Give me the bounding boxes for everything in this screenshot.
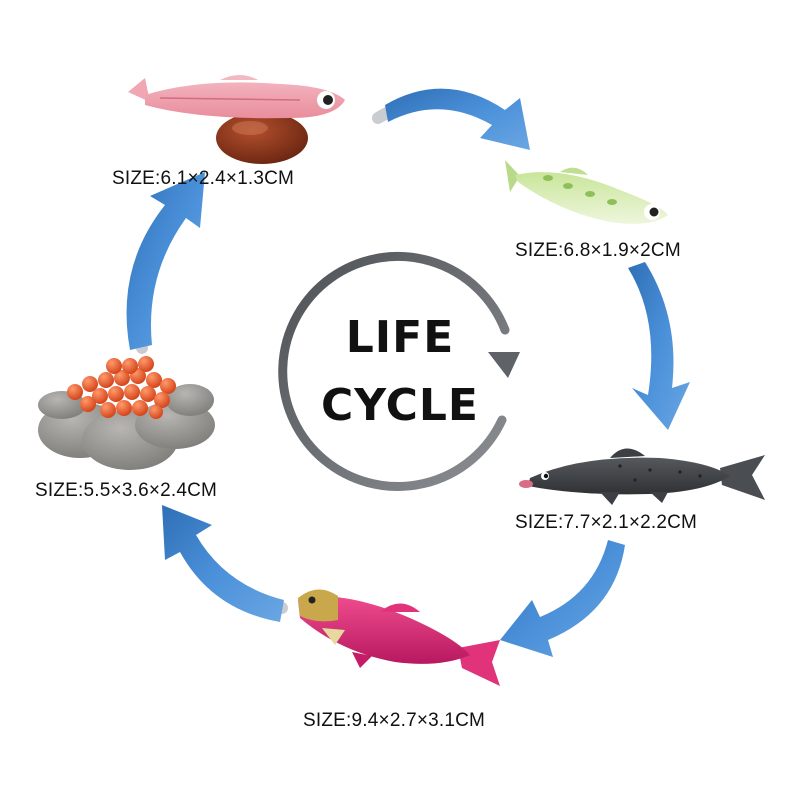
stage3-size-label: SIZE:7.7×2.1×2.2CM — [515, 512, 698, 533]
center-title-line1: LIFE — [345, 312, 455, 363]
arrow-stage4-to-stage5-icon — [162, 505, 288, 622]
adult-ocean-salmon-icon — [519, 448, 765, 505]
arrow-stage1-to-stage2-icon — [372, 88, 530, 150]
stage4-size-label: SIZE:9.4×2.7×3.1CM — [303, 710, 486, 731]
center-cycle-ring-icon — [278, 252, 520, 491]
alevin-fish-on-yolk-icon — [128, 75, 345, 164]
stage1-size-label: SIZE:6.1×2.4×1.3CM — [112, 168, 295, 189]
spawning-red-salmon-icon — [298, 589, 500, 686]
arrow-stage3-to-stage4-icon — [500, 540, 625, 657]
arrow-stage5-to-stage1-icon — [126, 172, 205, 354]
salmon-eggs-on-rocks-icon — [38, 356, 215, 470]
center-title-line2: CYCLE — [321, 380, 479, 431]
fry-fish-icon — [505, 160, 668, 224]
stage2-size-label: SIZE:6.8×1.9×2CM — [515, 240, 681, 261]
stage5-size-label: SIZE:5.5×3.6×2.4CM — [35, 480, 218, 501]
arrow-stage2-to-stage3-icon — [628, 262, 690, 430]
